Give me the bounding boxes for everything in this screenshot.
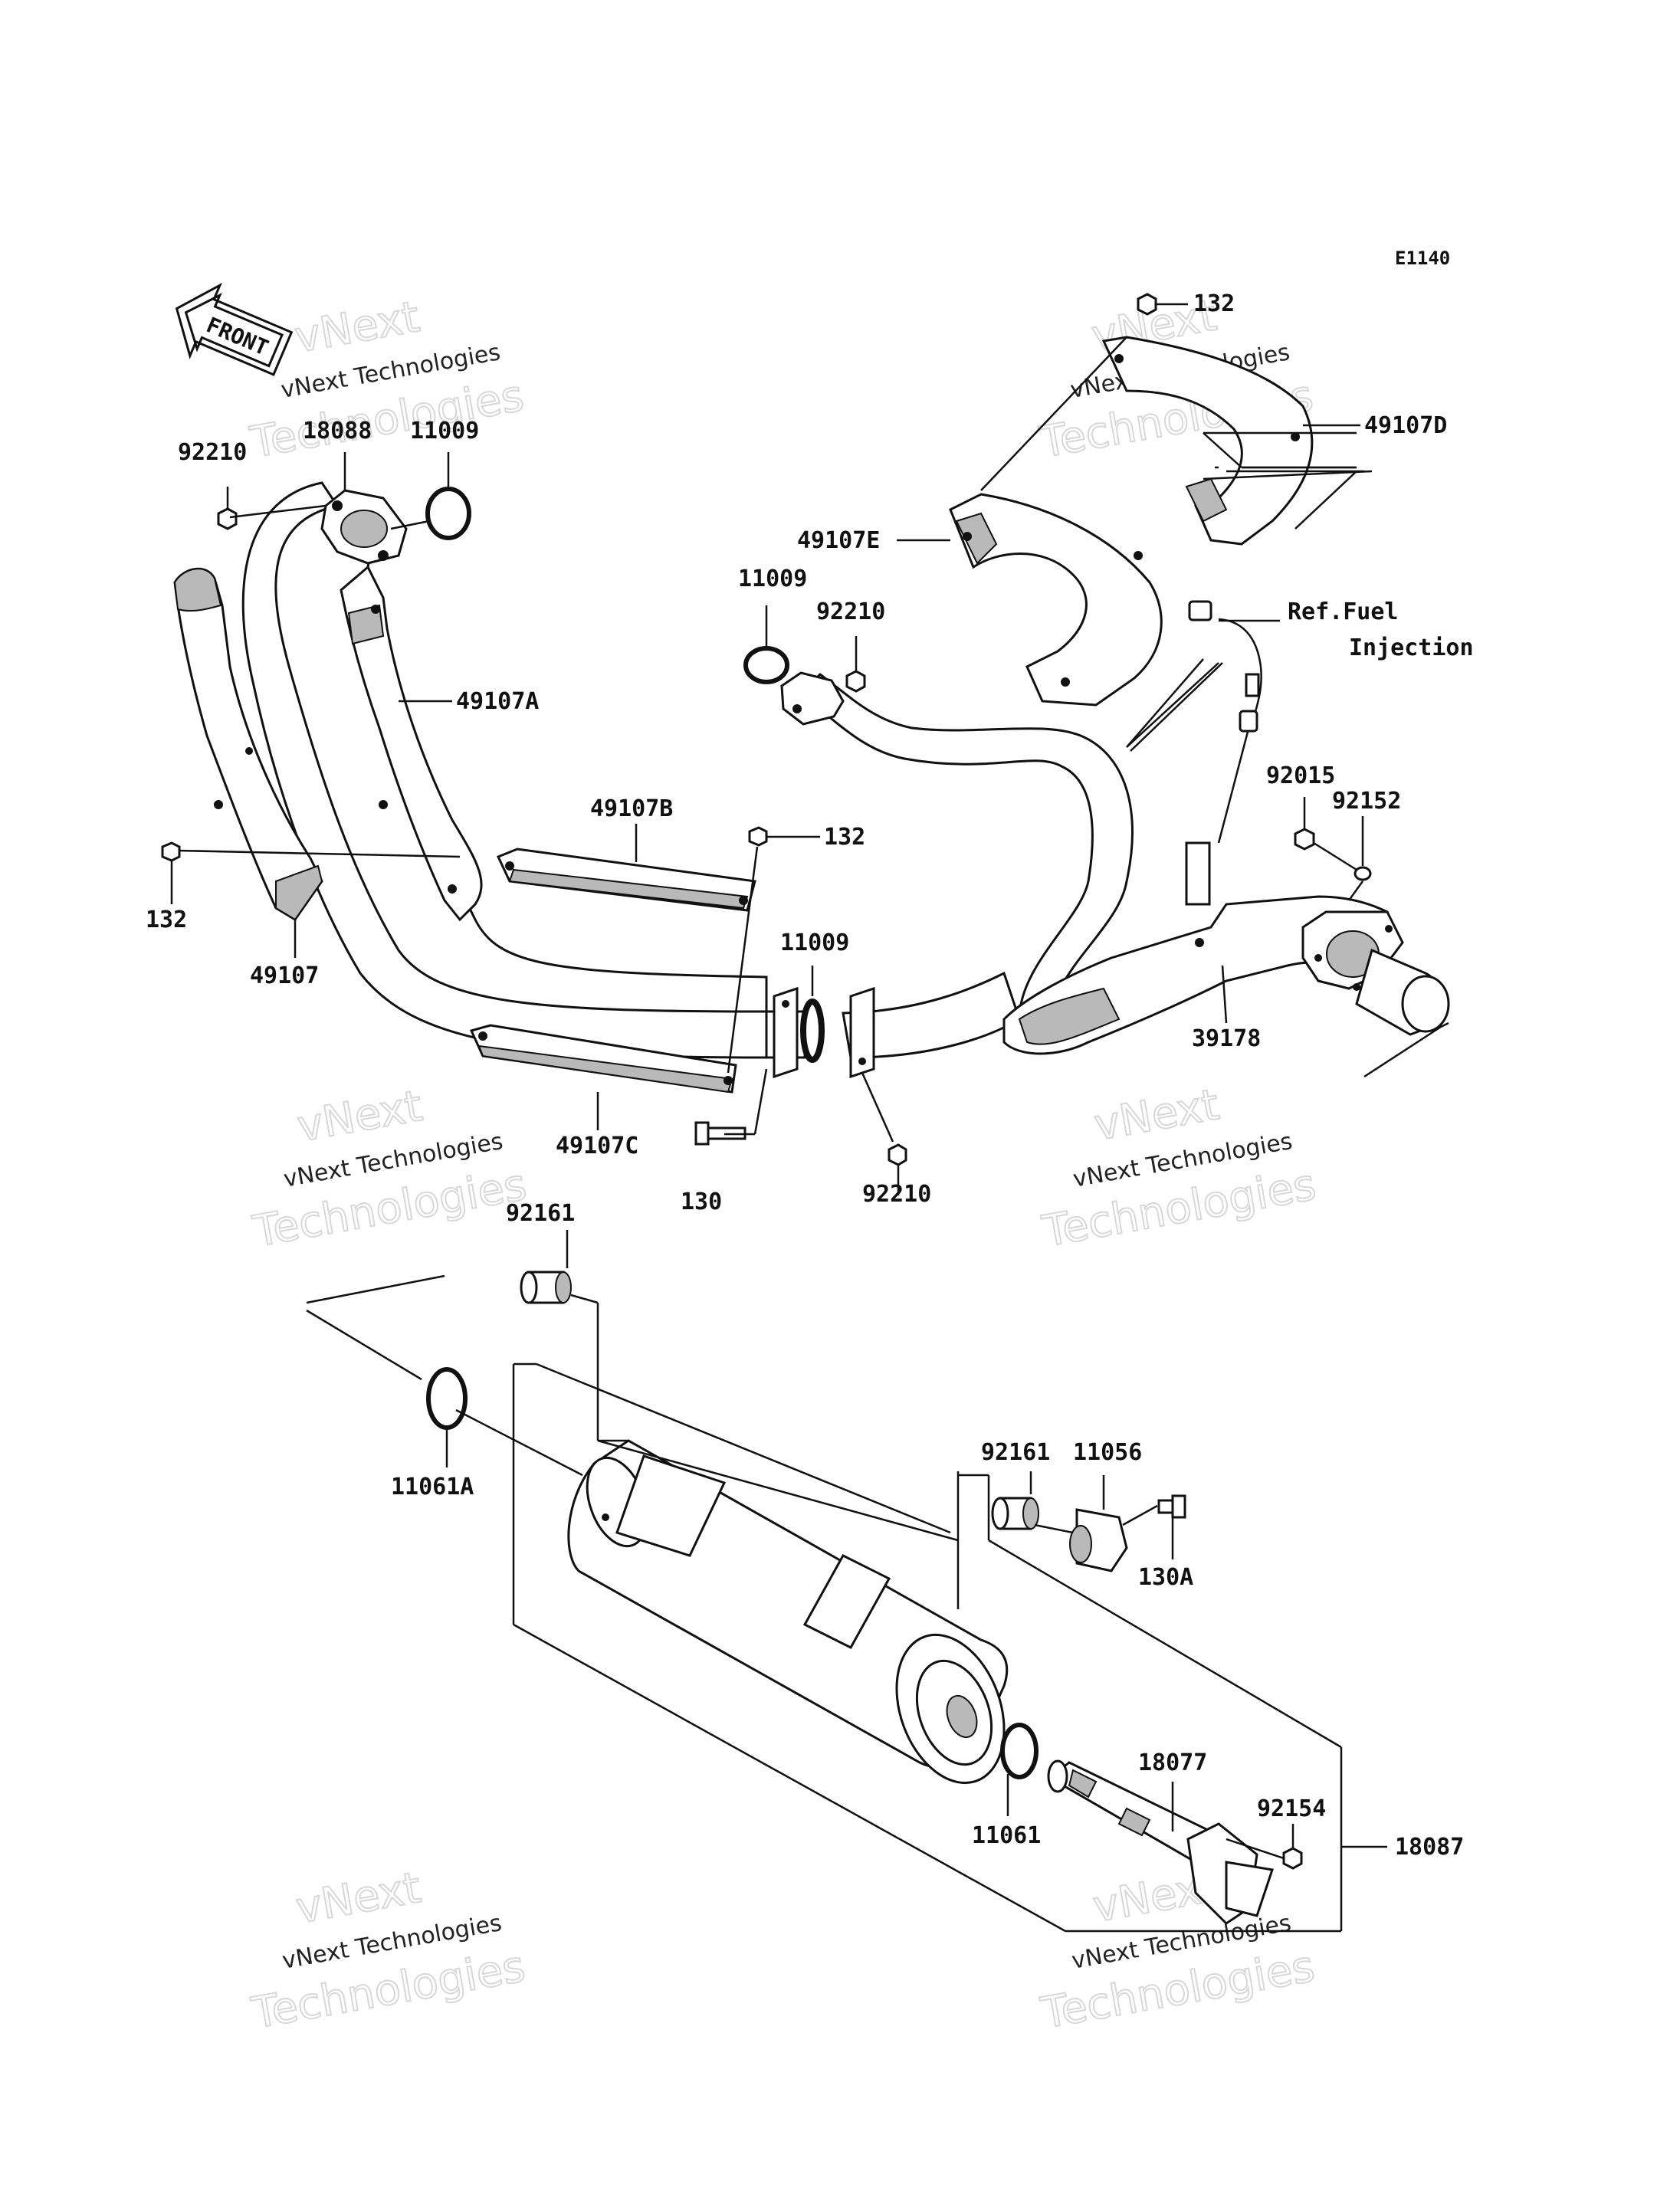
- svg-text:vNext: vNext: [294, 1081, 425, 1152]
- label-11009-c: 11009: [780, 930, 849, 956]
- label-92015: 92015: [1266, 762, 1335, 789]
- header-pipe-front: [241, 481, 768, 1059]
- bolt-132-mid: [748, 826, 768, 847]
- label-132-mid: 132: [824, 824, 865, 851]
- nut-92210-b: [845, 670, 866, 693]
- diagram-code: E1140: [1395, 248, 1450, 269]
- muffler-joint-flange: [1301, 910, 1450, 1036]
- ref-note-line1: Ref.Fuel: [1288, 598, 1399, 625]
- nut-92210-c: [888, 1143, 907, 1166]
- label-92210-b: 92210: [816, 598, 885, 625]
- gasket-11009-c: [800, 998, 825, 1063]
- flange-rear: [780, 671, 845, 726]
- bolt-130A: [1157, 1494, 1186, 1519]
- label-49107B: 49107B: [590, 795, 673, 822]
- damper-92161-b: [991, 1497, 1039, 1530]
- label-18087: 18087: [1395, 1834, 1464, 1861]
- heat-guard-49107E: [949, 493, 1163, 707]
- gasket-11061A: [426, 1367, 468, 1430]
- heat-guard-49107A: [340, 565, 483, 922]
- label-18077: 18077: [1138, 1749, 1207, 1776]
- collar-11056: [1069, 1508, 1128, 1572]
- label-18088: 18088: [303, 418, 372, 444]
- svg-text:vNext: vNext: [292, 1863, 424, 1933]
- heat-guard-49107D: [1101, 336, 1314, 546]
- gasket-11061: [1000, 1723, 1039, 1779]
- label-49107: 49107: [250, 962, 319, 989]
- label-11061: 11061: [972, 1822, 1041, 1849]
- label-92161-b: 92161: [981, 1439, 1050, 1466]
- damper-92161-a: [520, 1271, 572, 1304]
- label-92210-a: 92210: [178, 439, 247, 466]
- label-49107D: 49107D: [1364, 412, 1447, 439]
- heat-guard-49107: [173, 567, 323, 922]
- nut-92015: [1294, 828, 1315, 851]
- o2-sensor: [1188, 600, 1262, 733]
- label-11009-b: 11009: [738, 566, 807, 592]
- spark-arrester-18077: [1047, 1759, 1274, 1925]
- label-132-left: 132: [146, 907, 187, 933]
- label-132-top: 132: [1193, 290, 1235, 317]
- nut-92152: [1354, 866, 1372, 881]
- front-arrow-icon: FRONT: [175, 282, 294, 376]
- nut-92210-a: [217, 507, 238, 530]
- heat-guard-49107B: [496, 848, 756, 912]
- label-39178: 39178: [1192, 1025, 1261, 1052]
- gasket-11009-b: [743, 646, 789, 684]
- collector-joint: [765, 971, 1021, 1079]
- watermark-mid-left: vNext vNext Technologies Technologies: [248, 1080, 531, 1258]
- label-49107A: 49107A: [456, 688, 539, 715]
- label-130: 130: [681, 1189, 722, 1215]
- label-130A: 130A: [1138, 1564, 1193, 1591]
- label-11009-a: 11009: [410, 418, 479, 444]
- svg-text:vNext: vNext: [291, 292, 423, 362]
- label-92154: 92154: [1257, 1795, 1326, 1822]
- watermark-bottom-right: vNext vNext Technologies Technologies: [1036, 1861, 1319, 2039]
- bolt-132-left: [161, 841, 181, 862]
- heat-guard-49107C: [469, 1024, 737, 1094]
- flange-18088: [320, 489, 408, 565]
- label-49107C: 49107C: [556, 1133, 638, 1159]
- label-92210-c: 92210: [862, 1181, 931, 1208]
- part-number-labels: 132 49107D 92210 18088 11009 49107E 1100…: [146, 290, 1474, 1861]
- svg-text:vNext: vNext: [1091, 1080, 1222, 1150]
- label-11061A: 11061A: [391, 1474, 474, 1500]
- label-49107E: 49107E: [797, 527, 880, 554]
- bolt-132-top: [1137, 293, 1157, 316]
- ref-note-line2: Injection: [1349, 635, 1474, 661]
- watermark-bottom-left: vNext vNext Technologies Technologies: [247, 1862, 530, 2040]
- label-92152: 92152: [1332, 788, 1401, 815]
- leader-lines: [170, 303, 1449, 1933]
- watermark-mid-right: vNext vNext Technologies Technologies: [1038, 1079, 1321, 1258]
- label-11056: 11056: [1073, 1439, 1142, 1466]
- muffler-18087: [567, 1439, 1009, 1785]
- gasket-11009-a: [425, 487, 471, 540]
- label-92161-a: 92161: [506, 1200, 575, 1227]
- bolt-92154: [1282, 1847, 1303, 1870]
